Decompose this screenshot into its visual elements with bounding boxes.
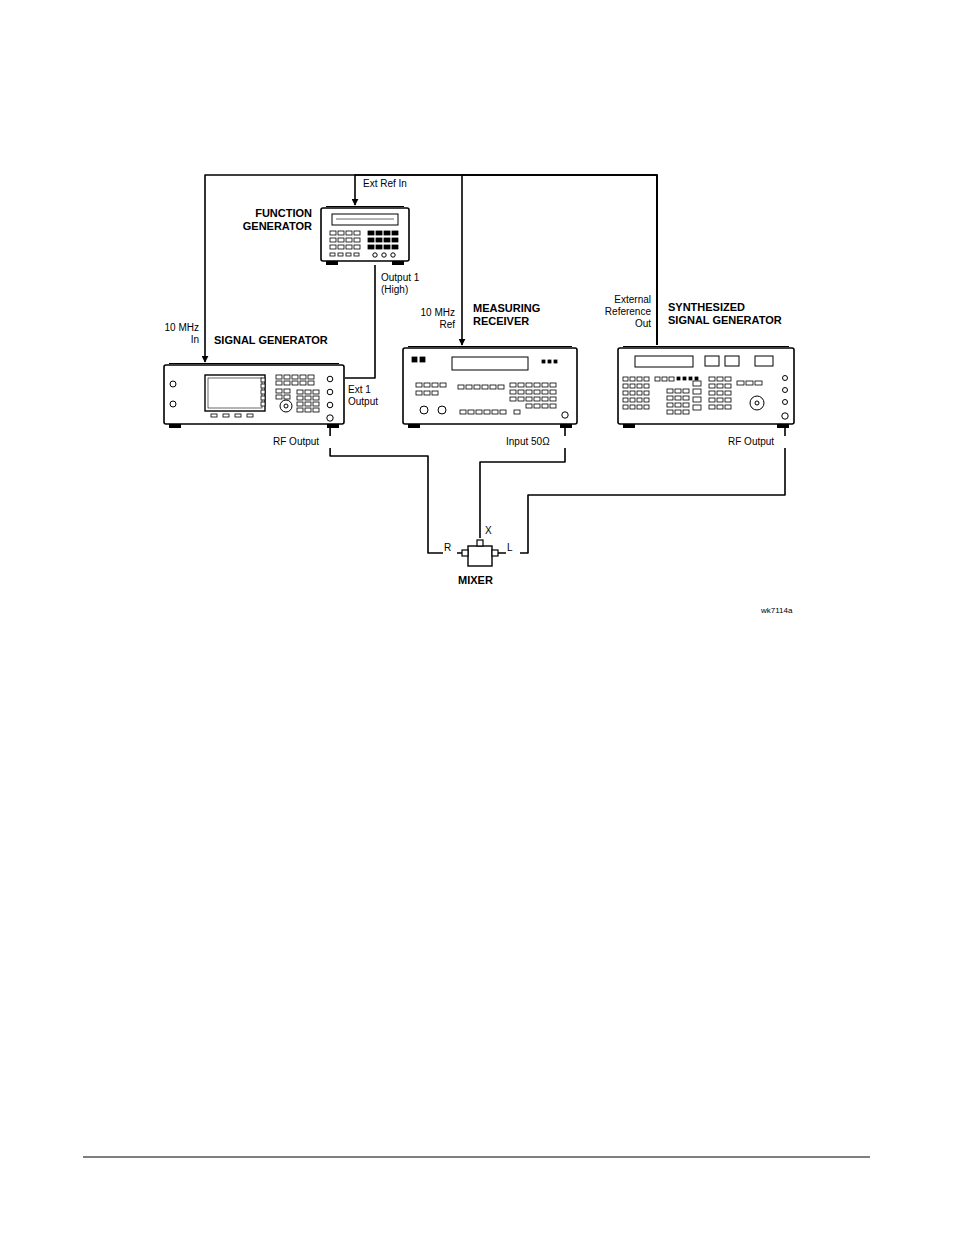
- port-label: 10 MHz In: [156, 322, 200, 346]
- port-letter: L: [506, 542, 520, 554]
- port-label: External Reference Out: [588, 294, 652, 330]
- instrument-panel: [163, 362, 345, 428]
- instrument-title: FUNCTION GENERATOR: [236, 207, 312, 233]
- instrument-panel: [320, 205, 410, 265]
- instrument-box: MEASURING RECEIVER: [402, 345, 578, 428]
- port-letter: R: [443, 542, 457, 554]
- port-letter: X: [484, 525, 498, 537]
- cable: [345, 265, 375, 378]
- port-label: Output 1 (High): [380, 272, 432, 296]
- instrument-panel: [402, 345, 578, 428]
- figure-id: wk7114a: [760, 606, 812, 616]
- instrument-panel: [617, 345, 795, 428]
- mixer-symbol: [462, 538, 498, 568]
- port-label: 10 MHz Ref: [408, 307, 456, 331]
- instrument-box: SIGNAL GENERATOR: [163, 362, 345, 428]
- instrument-title: MEASURING RECEIVER: [473, 302, 563, 328]
- instrument-title: SIGNAL GENERATOR: [214, 334, 374, 347]
- cable: [330, 428, 462, 553]
- port-label: Ext 1 Output: [347, 384, 389, 408]
- port-label: RF Output: [727, 436, 789, 448]
- port-label: Input 50Ω: [505, 436, 567, 448]
- reference-cable: [462, 175, 657, 345]
- mixer-box: MIXER: [462, 538, 498, 568]
- footer-rule: [83, 1156, 870, 1157]
- instrument-box: SYNTHESIZED SIGNAL GENERATOR: [617, 345, 795, 428]
- instrument-box: FUNCTION GENERATOR: [320, 205, 410, 265]
- port-label: Ext Ref In: [362, 178, 434, 190]
- reference-cable: [205, 175, 657, 362]
- instrument-title: SYNTHESIZED SIGNAL GENERATOR: [668, 301, 786, 327]
- instrument-title: MIXER: [458, 574, 518, 587]
- port-label: RF Output: [272, 436, 334, 448]
